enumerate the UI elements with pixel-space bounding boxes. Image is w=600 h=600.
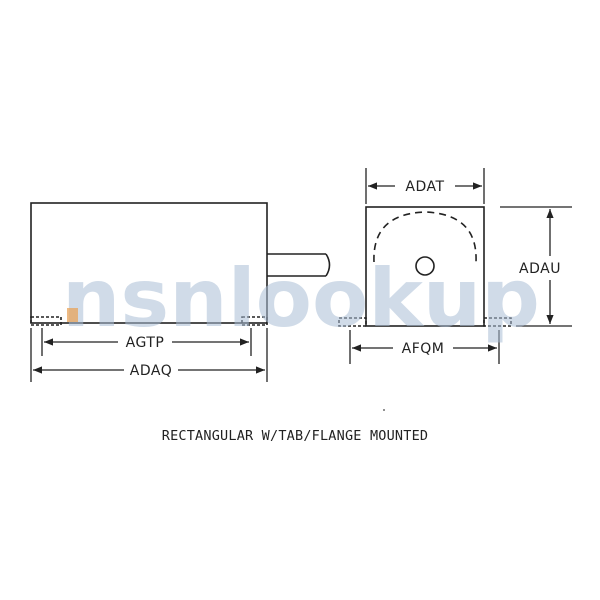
watermark-accent xyxy=(67,308,78,322)
dimension-agtp xyxy=(41,328,252,356)
end-view-shaft-hole xyxy=(415,256,435,276)
watermark: nsnlookup xyxy=(62,252,540,345)
end-view-flange-right xyxy=(483,317,512,327)
label-adat: ADAT xyxy=(405,179,444,195)
end-view-dashed-arc xyxy=(373,211,477,263)
dimension-adau xyxy=(500,206,572,327)
label-adaq: ADAQ xyxy=(130,363,172,379)
dimension-afqm xyxy=(349,330,500,364)
watermark-logo: nsnlookup xyxy=(62,252,540,345)
side-view-tab-right xyxy=(241,316,268,326)
end-view xyxy=(338,206,512,327)
side-view-tab-left xyxy=(30,316,62,326)
label-agtp: AGTP xyxy=(126,335,165,351)
end-view-flange-left xyxy=(338,317,367,327)
side-view xyxy=(30,202,331,326)
label-afqm: AFQM xyxy=(402,341,445,357)
side-view-shaft-end xyxy=(325,253,331,277)
end-view-body xyxy=(365,206,485,327)
scan-speck xyxy=(383,409,385,411)
dimension-adat xyxy=(365,168,485,204)
figure-caption: RECTANGULAR W/TAB/FLANGE MOUNTED xyxy=(162,428,429,444)
dimension-adaq xyxy=(30,328,268,382)
side-view-body xyxy=(30,202,268,324)
label-adau: ADAU xyxy=(519,261,561,277)
